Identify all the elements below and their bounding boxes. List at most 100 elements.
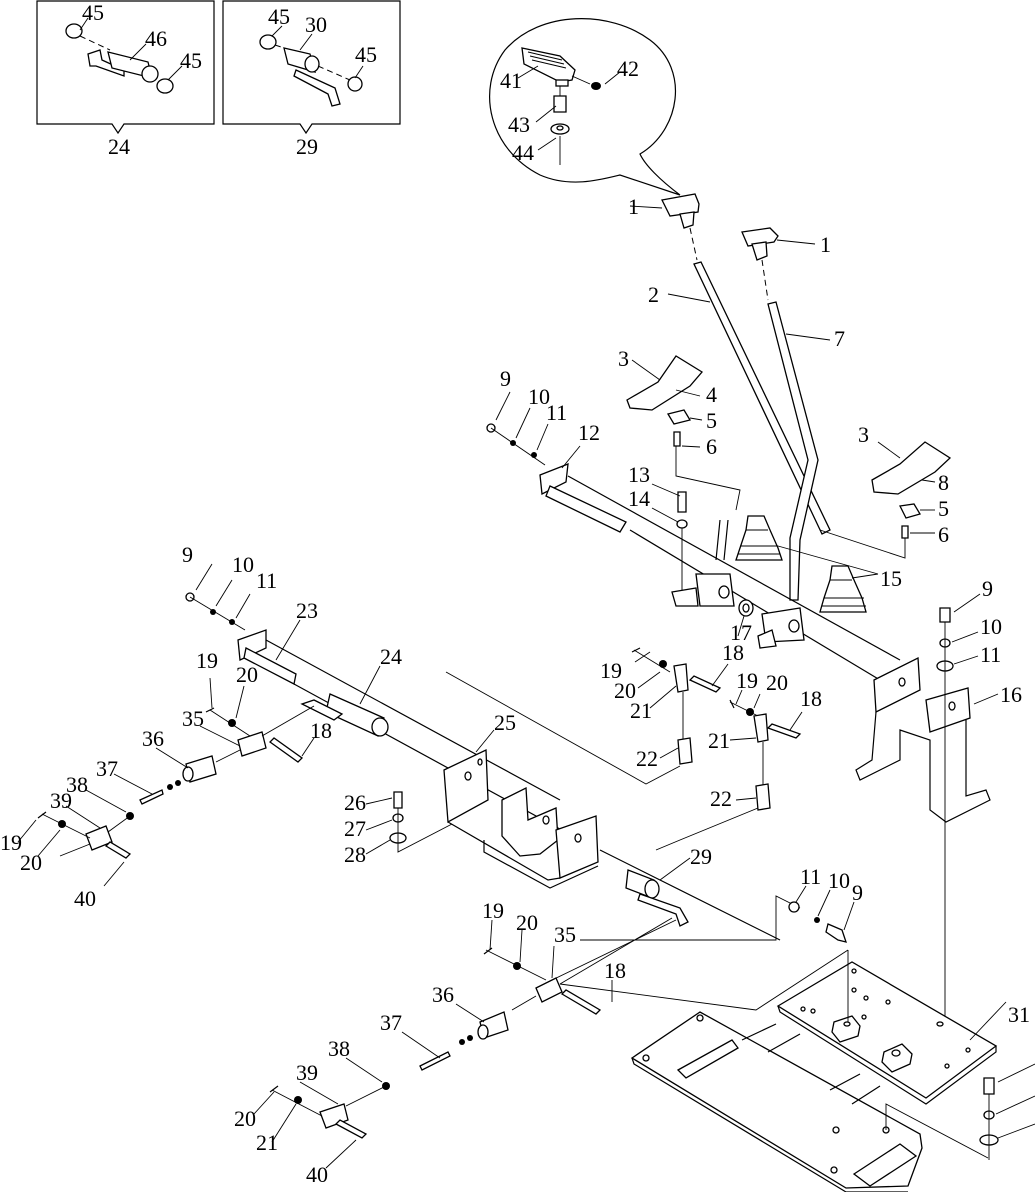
callout-18: 18 <box>800 686 822 711</box>
callout-39: 39 <box>50 788 72 813</box>
callout-21: 21 <box>256 1130 278 1155</box>
clip-5 <box>666 409 692 425</box>
boot-15-left <box>735 515 783 561</box>
inset-ref-24: 24 <box>108 134 130 159</box>
callout-19: 19 <box>736 668 758 693</box>
lever-left-assembly: 1 2 <box>628 193 831 561</box>
callout-18: 18 <box>310 718 332 743</box>
callout-16: 16 <box>1000 682 1022 707</box>
callout-3: 3 <box>618 346 629 371</box>
callout-14: 14 <box>628 486 650 511</box>
pedal-4 <box>626 355 703 411</box>
callout-13: 13 <box>628 462 650 487</box>
bushing-45-d <box>347 76 363 92</box>
pedal-left-assembly: 3 4 5 6 <box>618 346 741 511</box>
callout-6: 6 <box>706 434 717 459</box>
callout-20: 20 <box>236 662 258 687</box>
callout-43: 43 <box>508 112 530 137</box>
callout-35: 35 <box>182 706 204 731</box>
callout-18: 18 <box>604 958 626 983</box>
callout-19: 19 <box>196 648 218 673</box>
turnbuckle-upper: 19 20 35 18 36 37 38 39 19 20 40 <box>0 648 332 911</box>
lower-shaft-assembly: 9 10 11 23 24 <box>182 542 581 841</box>
callout-26: 26 <box>344 790 366 815</box>
callout-2: 2 <box>648 282 659 307</box>
upper-shaft-assembly: 9 10 11 12 13 14 <box>486 366 901 681</box>
callout-27: 27 <box>344 816 366 841</box>
base-plate-31-assembly: 31 <box>559 949 1035 1192</box>
callout-20: 20 <box>766 670 788 695</box>
bolt-9-lower <box>983 1077 995 1095</box>
screw-42 <box>591 82 601 90</box>
clevis-22 <box>755 783 771 811</box>
bracket-25-assembly: 25 26 27 28 <box>344 710 599 889</box>
callout-23: 23 <box>296 598 318 623</box>
shaft-12 <box>545 485 627 533</box>
callout-10: 10 <box>528 384 550 409</box>
callout-3: 3 <box>858 422 869 447</box>
block-upper <box>831 1015 861 1043</box>
bracket-16-flange-a <box>873 656 921 714</box>
knob-1-right <box>741 227 779 247</box>
pin-18 <box>268 737 304 763</box>
callout-10: 10 <box>828 868 850 893</box>
callout-28: 28 <box>344 842 366 867</box>
strap-plate <box>676 1039 739 1079</box>
boot-15-right <box>819 565 867 613</box>
clevis-21 <box>753 713 769 743</box>
callout-21: 21 <box>630 698 652 723</box>
fastener-set-lower: 11 10 9 <box>580 864 863 943</box>
callout-31: 31 <box>1008 1002 1030 1027</box>
callout-20: 20 <box>20 850 42 875</box>
callout-45: 45 <box>268 4 290 29</box>
link-left-assembly: 19 20 21 22 18 <box>445 640 744 785</box>
bushing-45-a <box>65 23 83 39</box>
inset-box-24: 45 46 45 24 <box>36 0 215 159</box>
insert-43 <box>553 95 567 113</box>
callout-5: 5 <box>938 496 949 521</box>
callout-36: 36 <box>142 726 164 751</box>
callout-11: 11 <box>980 642 1001 667</box>
callout-11: 11 <box>800 864 821 889</box>
bracket-16-flange-b <box>925 687 971 733</box>
bolt-9 <box>825 923 847 943</box>
bolt-13 <box>677 491 687 513</box>
callout-20: 20 <box>234 1106 256 1131</box>
callout-19: 19 <box>0 830 22 855</box>
nut-20 <box>746 708 754 716</box>
callout-45: 45 <box>82 0 104 25</box>
plate-12 <box>539 463 569 496</box>
clip-5 <box>899 503 921 519</box>
pin-18 <box>766 723 802 739</box>
turnbuckle-lower: 19 20 35 18 36 37 38 39 20 21 40 <box>234 898 677 1187</box>
clevis-21 <box>673 663 689 693</box>
pedal-right-assembly: 3 8 5 6 <box>819 422 952 559</box>
bracket-25-center <box>501 786 559 857</box>
washer-11 <box>788 901 800 913</box>
callout-19: 19 <box>482 898 504 923</box>
callout-40: 40 <box>306 1162 328 1187</box>
callout-10: 10 <box>232 552 254 577</box>
callout-15: 15 <box>880 566 902 591</box>
block-lower <box>881 1043 913 1073</box>
callout-22: 22 <box>710 786 732 811</box>
detail-bubble-knob: 41 42 43 44 <box>489 18 681 196</box>
inset-ref-29: 29 <box>296 134 318 159</box>
callout-37: 37 <box>380 1010 402 1035</box>
callout-25: 25 <box>494 710 516 735</box>
callout-1: 1 <box>820 232 831 257</box>
arm-29 <box>637 893 689 927</box>
callout-24: 24 <box>380 644 402 669</box>
nut-20 <box>513 962 521 970</box>
bracket-25-side-a <box>443 748 489 824</box>
clevis-39 <box>85 825 113 851</box>
callout-36: 36 <box>432 982 454 1007</box>
pin-18 <box>560 989 602 1015</box>
callout-1: 1 <box>628 194 639 219</box>
arm-29-assembly: 29 <box>559 844 781 985</box>
bolt-26 <box>393 791 403 809</box>
nut-20 <box>659 660 667 668</box>
callout-9: 9 <box>852 880 863 905</box>
bolt-6 <box>901 525 909 539</box>
